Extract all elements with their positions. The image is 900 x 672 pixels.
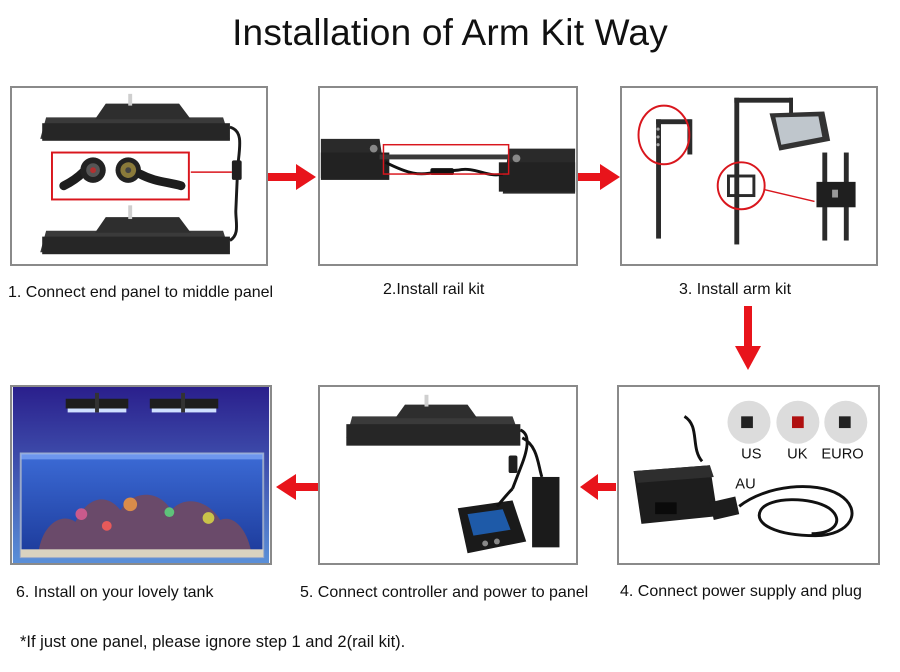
step-4-image: US UK EURO AU	[617, 385, 880, 565]
step-4-caption: 4. Connect power supply and plug	[620, 583, 862, 600]
step-2-illustration	[320, 88, 576, 264]
step-1-caption: 1. Connect end panel to middle panel	[8, 284, 274, 301]
step-5-caption: 5. Connect controller and power to panel	[300, 584, 589, 601]
step-6-image	[10, 385, 272, 565]
reef-rocks	[38, 494, 252, 554]
led-fixture-bottom	[40, 205, 230, 255]
clamp-highlight	[716, 161, 766, 211]
led-fixture-right	[498, 148, 576, 194]
plug-label-euro: EURO	[821, 446, 863, 462]
led-fixture	[346, 394, 521, 446]
step-2-image	[318, 86, 578, 266]
led-fixture-left	[320, 138, 390, 180]
step-5-illustration	[320, 387, 576, 563]
rail-highlight-box	[382, 143, 510, 175]
step-3-illustration	[622, 88, 876, 264]
power-adapter	[532, 476, 560, 548]
arrow-right-icon	[578, 162, 622, 192]
arrow-left-icon	[274, 472, 318, 502]
plug-label-us: US	[741, 446, 762, 462]
arrow-down-icon	[733, 306, 763, 372]
step-6-caption: 6. Install on your lovely tank	[16, 584, 214, 601]
step-3-caption: 3. Install arm kit	[679, 281, 792, 298]
page-title: Installation of Arm Kit Way	[232, 12, 668, 53]
step-2-caption: 2.Install rail kit	[383, 281, 485, 298]
step-6-illustration	[12, 387, 270, 563]
step-1-illustration	[12, 88, 266, 264]
plug-label-au: AU	[735, 477, 755, 493]
au-plug-icon	[709, 496, 740, 520]
arrow-right-icon	[268, 162, 318, 192]
plug-label-uk: UK	[787, 446, 808, 462]
arrow-left-icon	[578, 472, 616, 502]
led-fixture-top	[40, 93, 230, 141]
arm-top-highlight	[637, 104, 691, 166]
footnote: *If just one panel, please ignore step 1…	[20, 633, 406, 651]
rail-bar	[379, 154, 509, 160]
step-4-illustration: US UK EURO AU	[619, 387, 878, 563]
step-1-image	[10, 86, 268, 266]
step-5-image	[318, 385, 578, 565]
step-3-image	[620, 86, 878, 266]
